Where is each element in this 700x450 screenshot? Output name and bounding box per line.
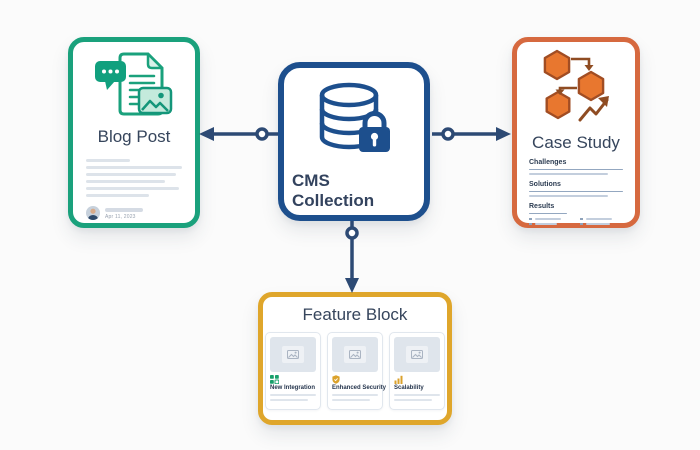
image-placeholder	[394, 337, 440, 372]
case-study-title: Case Study	[532, 133, 620, 152]
case-section-solutions: Solutions	[529, 181, 623, 197]
integration-grid-icon	[270, 375, 316, 384]
blog-post-date: Apr 11, 2023	[105, 214, 136, 220]
section-heading: Results	[529, 203, 555, 210]
connector-node-icon	[441, 127, 455, 141]
security-badge-icon	[332, 375, 378, 384]
feature-block-title: Feature Block	[302, 305, 408, 324]
blog-body-placeholder	[86, 155, 182, 197]
picture-icon	[411, 350, 423, 359]
case-section-challenges: Challenges	[529, 159, 623, 175]
arrowhead-down-icon	[345, 278, 359, 293]
feature-label: New Integration	[270, 385, 316, 391]
case-study-card: Case Study Challenges Solutions Results	[512, 37, 640, 228]
arrowhead-right-icon	[496, 127, 511, 141]
feature-card-enhanced-security: Enhanced Security	[327, 332, 387, 410]
cms-collection-title: CMS Collection	[292, 171, 375, 210]
image-placeholder	[332, 337, 378, 372]
case-study-sections: Challenges Solutions Results	[529, 153, 623, 225]
author-name-placeholder	[105, 208, 143, 212]
connector-cms-to-feature-block	[345, 221, 359, 293]
feature-card-new-integration: New Integration	[265, 332, 321, 410]
feature-block-card: Feature Block	[258, 292, 452, 425]
cms-collection-card: CMS Collection	[278, 62, 430, 221]
section-heading: Solutions	[529, 181, 561, 188]
connector-cms-to-case-study	[432, 127, 511, 141]
arrowhead-left-icon	[199, 127, 214, 141]
section-heading: Challenges	[529, 159, 567, 166]
speech-bubble-icon	[95, 61, 126, 90]
case-section-results: Results	[529, 203, 623, 225]
blog-post-title: Blog Post	[97, 127, 171, 146]
picture-icon	[349, 350, 361, 359]
feature-label: Enhanced Security	[332, 385, 387, 391]
blog-document-icon	[94, 50, 174, 125]
connector-node-icon	[255, 127, 269, 141]
database-lock-icon	[311, 80, 397, 171]
feature-row: New Integration	[265, 332, 445, 410]
picture-icon	[287, 350, 299, 359]
image-placeholder	[270, 337, 316, 372]
connector-cms-to-blog-post	[199, 127, 278, 141]
connector-node-icon	[345, 226, 359, 240]
author-avatar	[86, 206, 100, 220]
feature-card-scalability: Scalability	[389, 332, 445, 410]
hexagon-flow-icon	[534, 48, 618, 133]
image-thumbnail-icon	[137, 86, 173, 115]
blog-post-card: Blog Post Apr 11, 2023	[68, 37, 200, 228]
blog-author-row: Apr 11, 2023	[86, 206, 182, 220]
growth-bars-icon	[394, 375, 440, 384]
results-bullets	[529, 217, 623, 225]
feature-label: Scalability	[394, 385, 424, 391]
